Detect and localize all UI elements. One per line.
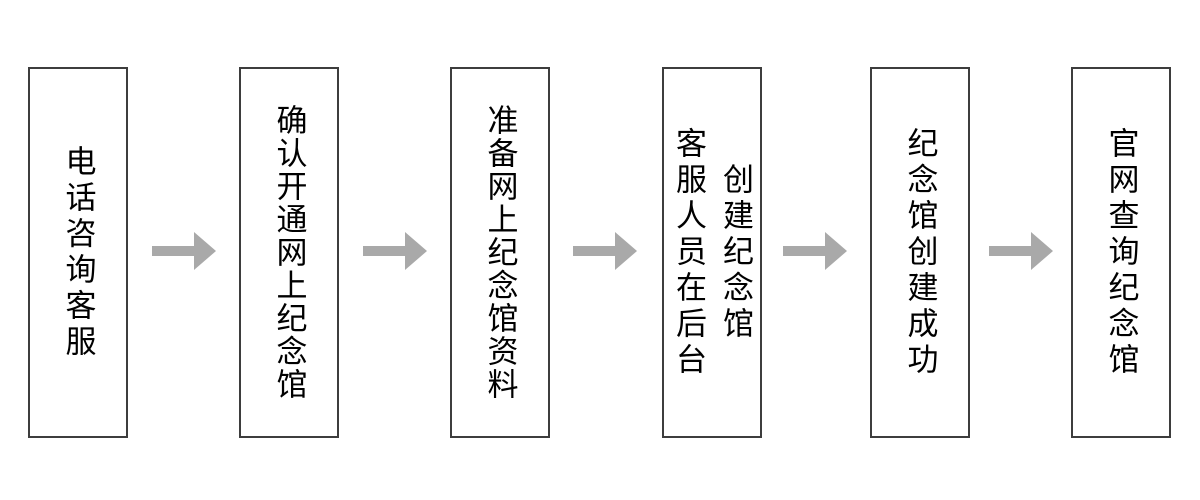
flow-step-1-label: 电话咨询客服 <box>60 144 96 361</box>
flow-step-2: 确认开通网上纪念馆 <box>239 67 339 438</box>
flow-step-5-label: 纪念馆创建成功 <box>902 126 938 379</box>
flow-step-2-label: 确认开通网上纪念馆 <box>271 104 307 401</box>
flow-step-6-label: 官网查询纪念馆 <box>1103 126 1139 379</box>
right-arrow-icon <box>363 232 427 270</box>
flow-step-3-label: 准备网上纪念馆资料 <box>482 104 518 401</box>
right-arrow-icon <box>783 232 847 270</box>
flow-step-3: 准备网上纪念馆资料 <box>450 67 550 438</box>
flow-step-1: 电话咨询客服 <box>28 67 128 438</box>
flow-step-4-label: 客服人员在后台 创建纪念馆 <box>671 126 753 379</box>
right-arrow-icon <box>989 232 1053 270</box>
flow-step-5: 纪念馆创建成功 <box>870 67 970 438</box>
flow-step-4: 客服人员在后台 创建纪念馆 <box>662 67 762 438</box>
right-arrow-icon <box>573 232 637 270</box>
right-arrow-icon <box>152 232 216 270</box>
flow-step-6: 官网查询纪念馆 <box>1071 67 1171 438</box>
